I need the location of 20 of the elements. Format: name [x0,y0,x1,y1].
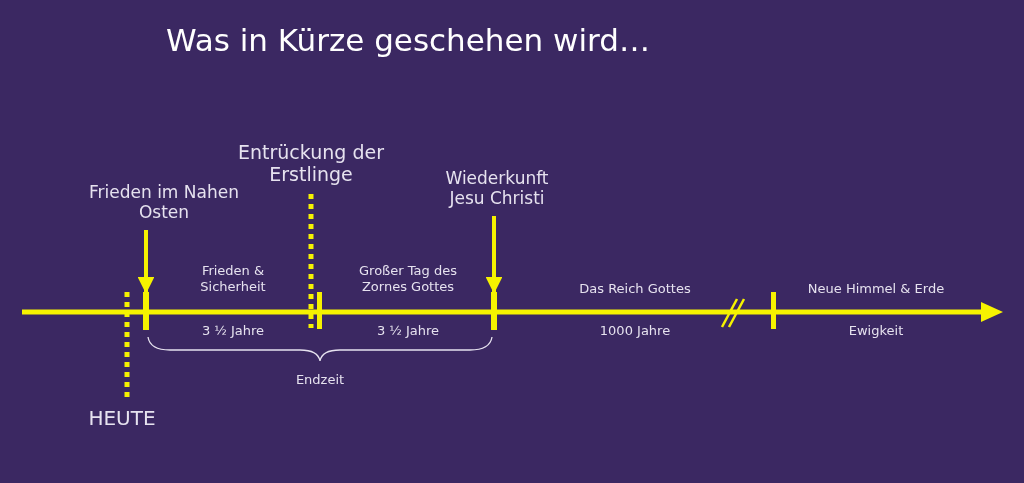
event-label: Frieden im Nahen Osten [88,183,240,223]
period-label: Das Reich Gottes [578,281,692,298]
tick-mark [143,292,149,330]
event-label: Wiederkunft Jesu Christi [444,169,550,209]
period-label: 3 ½ Jahre [200,323,266,340]
period-label: Frieden & Sicherheit [199,263,267,296]
period-label: 1000 Jahre [598,323,672,340]
period-label: Ewigkeit [847,323,905,340]
arrow [137,230,155,294]
event-label: Entrückung der Erstlinge [238,142,385,186]
period-label: Großer Tag des Zornes Gottes [358,263,458,296]
period-label: 3 ½ Jahre [375,323,441,340]
dotted-line [308,194,314,328]
tick-mark [491,292,497,330]
arrow [485,216,503,294]
dotted-line [124,292,130,398]
period-label: Endzeit [294,372,346,389]
event-label: HEUTE [88,406,156,430]
title: Was in Kürze geschehen wird… [166,22,650,60]
period-label: Neue Himmel & Erde [806,281,946,298]
